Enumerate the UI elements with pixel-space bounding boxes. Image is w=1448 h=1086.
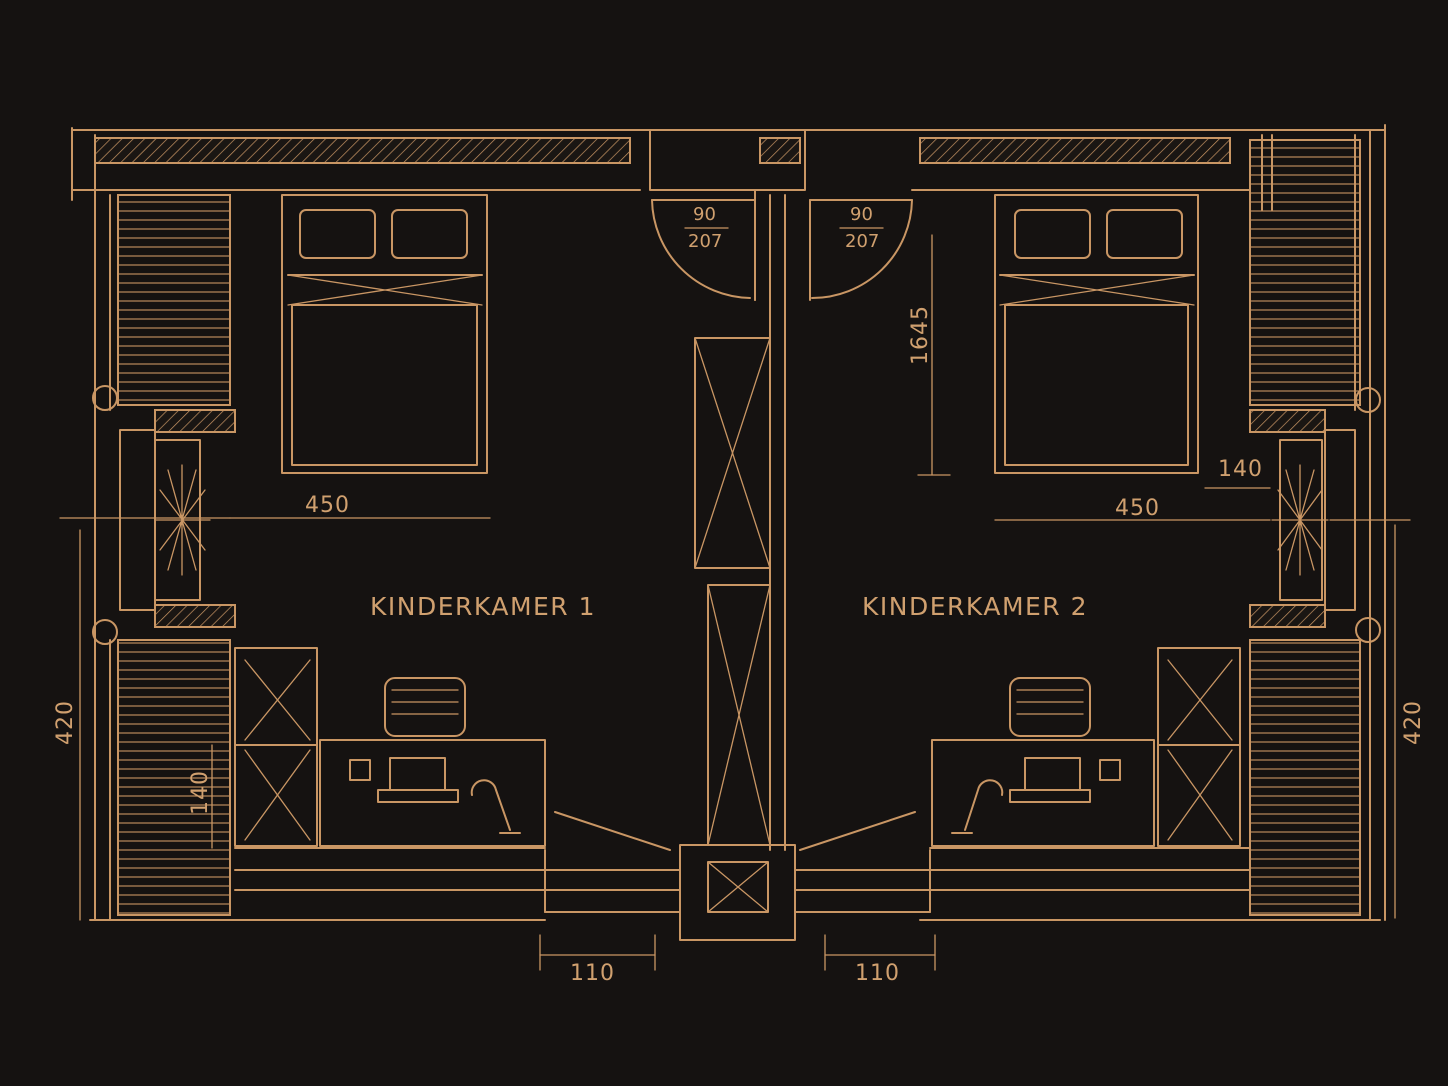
central-closet: [694, 337, 771, 846]
wardrobe-left: [234, 647, 318, 847]
door-height-left: 207: [688, 231, 722, 252]
dim-bed-width-right: 450: [1115, 496, 1160, 521]
dim-desk-depth-left: 140: [188, 770, 213, 815]
door-width-right: 90: [850, 204, 873, 225]
dim-height-right: 420: [1401, 700, 1426, 745]
central-wall: [649, 129, 806, 941]
door-right: [809, 199, 913, 301]
dim-window-right: 110: [855, 961, 900, 986]
wardrobe-right: [1157, 647, 1241, 847]
desk-left: [319, 677, 546, 847]
dim-bed-width-left: 450: [305, 493, 350, 518]
door-height-right: 207: [845, 231, 879, 252]
plant-icon-right: [1271, 464, 1329, 576]
left-stair-bottom: [117, 604, 236, 916]
exterior-walls: [71, 124, 1386, 921]
bed-right: [994, 194, 1199, 474]
right-stair-top: [1249, 139, 1361, 433]
dim-gap-right: 140: [1218, 457, 1263, 482]
dim-height-left: 420: [53, 700, 78, 745]
bottom-window-right: [799, 811, 931, 913]
desk-right: [931, 677, 1155, 847]
right-stair-bottom: [1249, 604, 1361, 916]
door-left: [651, 199, 756, 301]
dim-window-left: 110: [570, 961, 615, 986]
plant-icon-left: [154, 464, 211, 576]
room-label-1: KINDERKAMER 1: [370, 592, 596, 621]
room-label-2: KINDERKAMER 2: [862, 592, 1088, 621]
left-stair-top: [117, 194, 236, 433]
bed-left: [281, 194, 488, 474]
door-width-left: 90: [693, 204, 716, 225]
dim-bed-length-right: 1645: [908, 305, 933, 365]
dimension-lines: [59, 234, 1411, 971]
bottom-window-left: [544, 811, 671, 913]
